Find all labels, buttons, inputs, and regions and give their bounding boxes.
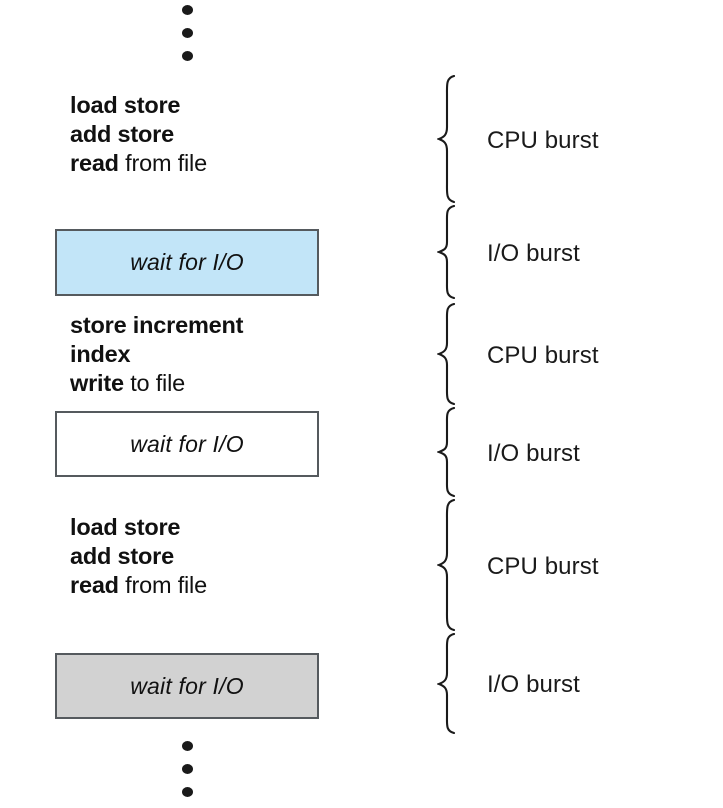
- code-block-cpu-1: load store add store read from file: [70, 91, 400, 178]
- curly-brace-icon-5: [437, 499, 467, 631]
- ellipsis-dot: [182, 28, 193, 38]
- code-line: read from file: [70, 149, 400, 178]
- ellipsis-dot: [182, 764, 193, 774]
- wait-for-io-label: wait for I/O: [130, 430, 244, 457]
- code-plain: to file: [123, 370, 185, 396]
- code-block-cpu-2: store increment index write to file: [70, 311, 400, 398]
- vertical-ellipsis-bottom: [182, 741, 202, 797]
- code-plain: from file: [118, 572, 207, 598]
- code-line: store increment: [70, 311, 400, 340]
- burst-label-io-2: I/O burst: [487, 440, 580, 467]
- curly-brace-icon-1: [437, 75, 467, 203]
- ellipsis-dot: [182, 51, 193, 61]
- wait-for-io-box-gray: wait for I/O: [55, 653, 319, 719]
- curly-brace-icon-6: [437, 633, 467, 734]
- code-plain: from file: [118, 150, 207, 176]
- wait-for-io-box-white: wait for I/O: [55, 411, 319, 477]
- code-block-cpu-3: load store add store read from file: [70, 513, 400, 600]
- burst-label-io-3: I/O burst: [487, 671, 580, 698]
- curly-brace-icon-4: [437, 407, 467, 497]
- code-line: load store: [70, 513, 400, 542]
- code-line: index: [70, 340, 400, 369]
- ellipsis-dot: [182, 741, 193, 751]
- burst-label-cpu-2: CPU burst: [487, 342, 599, 369]
- code-line: add store: [70, 542, 400, 571]
- code-line: write to file: [70, 369, 400, 398]
- burst-label-cpu-1: CPU burst: [487, 127, 599, 154]
- code-bold: add store: [70, 121, 174, 147]
- code-bold: store increment: [70, 312, 244, 338]
- burst-label-cpu-3: CPU burst: [487, 553, 599, 580]
- curly-brace-icon-2: [437, 205, 467, 299]
- code-bold: load store: [70, 514, 181, 540]
- code-bold: read: [70, 572, 119, 598]
- code-bold: write: [70, 370, 124, 396]
- code-line: read from file: [70, 571, 400, 600]
- ellipsis-dot: [182, 787, 193, 797]
- burst-label-io-1: I/O burst: [487, 240, 580, 267]
- wait-for-io-box-blue: wait for I/O: [55, 229, 319, 296]
- code-bold: load store: [70, 92, 181, 118]
- wait-for-io-label: wait for I/O: [130, 672, 244, 699]
- code-bold: add store: [70, 543, 174, 569]
- code-line: load store: [70, 91, 400, 120]
- vertical-ellipsis-top: [182, 5, 202, 61]
- wait-for-io-label: wait for I/O: [130, 249, 244, 275]
- ellipsis-dot: [182, 5, 193, 15]
- code-bold: read: [70, 150, 119, 176]
- code-bold: index: [70, 341, 131, 367]
- curly-brace-icon-3: [437, 303, 467, 405]
- code-line: add store: [70, 120, 400, 149]
